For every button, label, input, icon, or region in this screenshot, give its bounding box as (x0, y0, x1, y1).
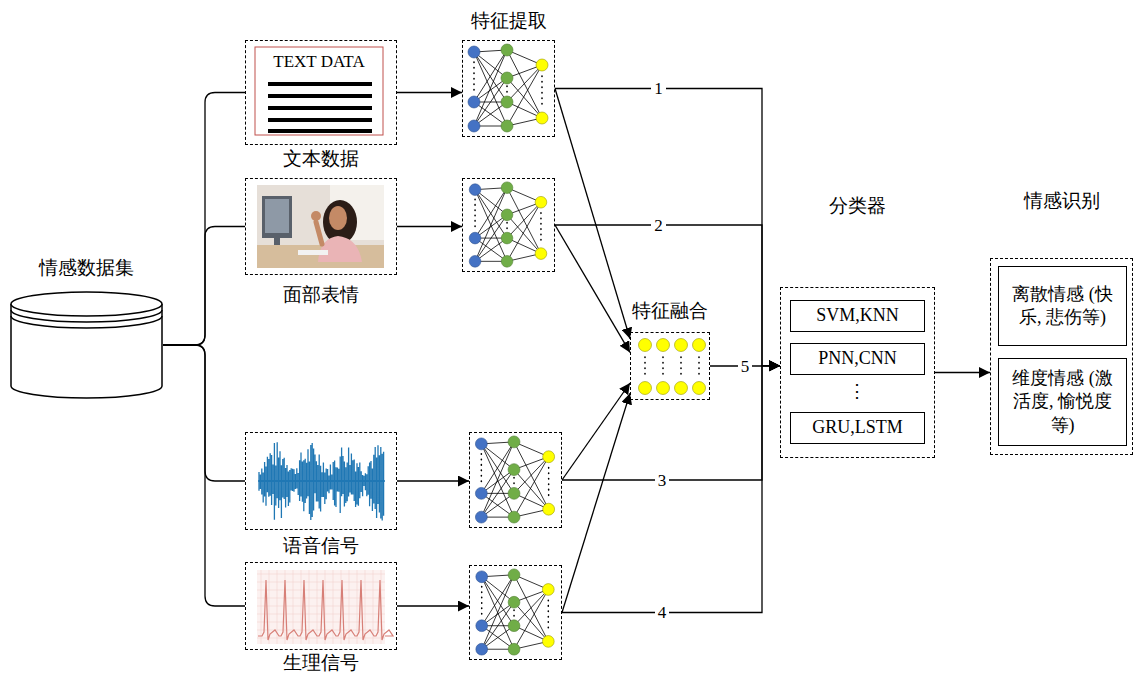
connector (163, 345, 245, 481)
box-text: 维度情感 (激活度, 愉悦度等) (1004, 367, 1121, 437)
box-text: PNN,CNN (818, 347, 897, 370)
cylinder-part (11, 292, 162, 316)
network-box (469, 565, 562, 660)
node-heading: 分类器 (829, 195, 886, 218)
ecg-trace (258, 580, 393, 640)
illustration-text: TEXT DATA (273, 53, 364, 72)
ecg-illustration (257, 570, 393, 644)
fusion-neurons (639, 339, 706, 395)
callout-number: 4 (655, 604, 670, 621)
node-heading: 特征提取 (471, 10, 547, 33)
network-icon (476, 569, 554, 655)
connector (555, 89, 780, 366)
classifier-item: SVM,KNN (790, 300, 925, 332)
connector (562, 393, 630, 612)
ellipsis-mark: ⋮ (848, 382, 866, 402)
classifier-item: PNN,CNN (790, 343, 925, 375)
connector (397, 226, 462, 227)
node-heading: 生理信号 (283, 652, 359, 675)
node-heading: 语音信号 (283, 535, 359, 558)
emotion-type-box: 维度情感 (激活度, 愉悦度等) (998, 358, 1127, 446)
cylinder-outline (10, 290, 163, 400)
network-box (462, 178, 555, 272)
database-cylinder: 情感数据集 (10, 290, 163, 400)
network-box (469, 432, 562, 528)
connector (397, 92, 462, 93)
node-heading: 文本数据 (283, 148, 359, 171)
cylinder-part (11, 304, 162, 398)
fusion-box: 特征融合 (630, 332, 710, 400)
waveform-trace (258, 442, 385, 520)
box-text: GRU,LSTM (812, 416, 903, 439)
network-box: 特征提取 (462, 40, 555, 137)
face-photo (257, 185, 384, 268)
classifier-item: GRU,LSTM (790, 412, 925, 444)
connector (555, 225, 630, 352)
connector (562, 383, 630, 480)
connector (555, 89, 630, 339)
box-text: 离散情感 (快乐, 悲伤等) (1004, 283, 1121, 330)
emotion-type-box: 离散情感 (快乐, 悲伤等) (998, 266, 1127, 346)
fusion-ellipsis (645, 357, 699, 377)
connector (163, 227, 245, 346)
network-icon (475, 436, 554, 523)
node-heading: 情感识别 (1024, 190, 1100, 213)
callout-number: 3 (655, 472, 670, 489)
node-heading: 情感数据集 (39, 257, 134, 280)
connector (562, 366, 780, 613)
data-box: 生理信号 (245, 562, 397, 650)
network-icon (468, 44, 548, 132)
text-doc-lines (268, 84, 372, 131)
recognition-box: 情感识别离散情感 (快乐, 悲伤等)维度情感 (激活度, 愉悦度等) (990, 258, 1133, 455)
data-box: 面部表情 (245, 178, 397, 275)
connector (397, 605, 469, 606)
connector (163, 93, 245, 346)
network-icon (469, 182, 547, 267)
cylinder-part (11, 310, 162, 328)
connector (555, 225, 780, 366)
node-heading: 面部表情 (283, 284, 359, 307)
text-doc-frame (255, 47, 383, 135)
speech-waveform (258, 442, 385, 520)
node-heading: 特征融合 (632, 300, 708, 323)
callout-number: 1 (651, 80, 666, 97)
connector (562, 366, 780, 480)
callout-number: 5 (738, 358, 753, 375)
data-box: 语音信号 (245, 432, 397, 530)
classifier-box: 分类器SVM,KNNPNN,CNNGRU,LSTM (780, 287, 935, 458)
callout-number: 2 (651, 217, 666, 234)
connector (163, 345, 245, 606)
connector (935, 372, 990, 373)
box-text: SVM,KNN (816, 304, 899, 327)
connector (397, 480, 469, 481)
